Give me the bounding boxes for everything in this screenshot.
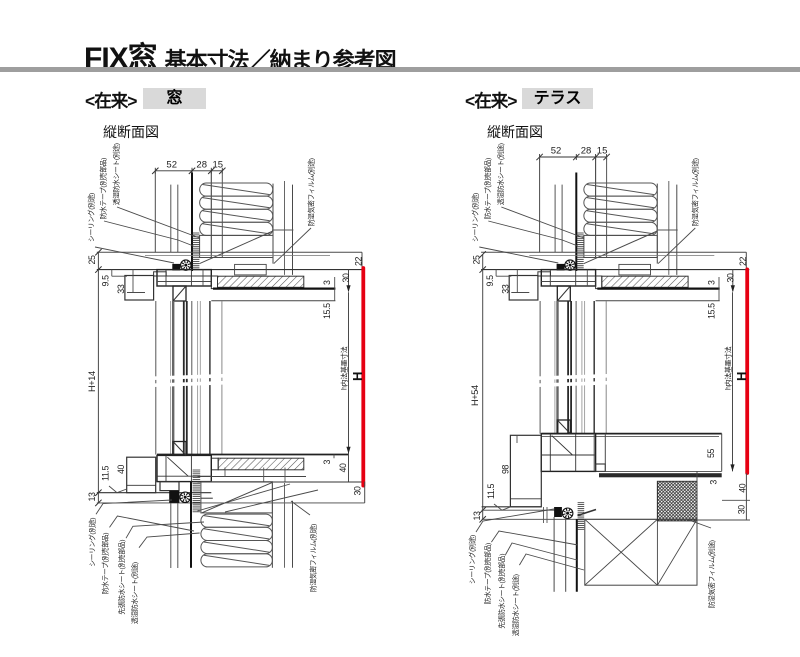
svg-text:3: 3 bbox=[322, 280, 332, 285]
svg-text:40: 40 bbox=[738, 483, 748, 493]
svg-text:先張防水シート(別売部品): 先張防水シート(別売部品) bbox=[497, 554, 506, 629]
svg-text:シーリング(別途): シーリング(別途) bbox=[471, 193, 480, 242]
svg-text:13: 13 bbox=[87, 492, 97, 502]
svg-text:シーリング(別途): シーリング(別途) bbox=[86, 193, 95, 242]
svg-text:15.5: 15.5 bbox=[322, 303, 332, 319]
svg-text:30: 30 bbox=[737, 505, 747, 515]
svg-text:3: 3 bbox=[322, 460, 332, 465]
svg-text:22: 22 bbox=[738, 256, 748, 266]
svg-text:33: 33 bbox=[116, 284, 126, 294]
svg-text:98: 98 bbox=[501, 464, 511, 474]
svg-text:11.5: 11.5 bbox=[486, 483, 496, 499]
svg-text:透湿防水シート(別途): 透湿防水シート(別途) bbox=[112, 143, 121, 205]
svg-text:防湿気密フィルム(別途): 防湿気密フィルム(別途) bbox=[707, 540, 716, 608]
svg-text:30: 30 bbox=[725, 273, 735, 283]
svg-text:防水テープ(別売部品): 防水テープ(別売部品) bbox=[99, 158, 108, 220]
svg-text:H: H bbox=[734, 372, 749, 381]
svg-text:15.5: 15.5 bbox=[706, 303, 716, 319]
svg-text:先張防水シート(別売部品): 先張防水シート(別売部品) bbox=[117, 540, 126, 615]
svg-text:30: 30 bbox=[341, 273, 351, 283]
svg-text:H+54: H+54 bbox=[470, 385, 480, 406]
svg-text:40: 40 bbox=[338, 463, 348, 473]
svg-text:52: 52 bbox=[551, 146, 562, 157]
svg-text:13: 13 bbox=[472, 511, 482, 521]
svg-text:h内法基墨寸法: h内法基墨寸法 bbox=[339, 346, 348, 390]
svg-text:透湿防水シート(別途): 透湿防水シート(別途) bbox=[130, 562, 139, 624]
svg-text:防湿気密フィルム(別途): 防湿気密フィルム(別途) bbox=[691, 158, 700, 226]
svg-text:H: H bbox=[350, 372, 365, 381]
svg-text:11.5: 11.5 bbox=[100, 465, 110, 481]
svg-text:防湿気密フィルム(別途): 防湿気密フィルム(別途) bbox=[308, 524, 317, 592]
svg-text:15: 15 bbox=[213, 159, 224, 170]
svg-text:33: 33 bbox=[500, 284, 510, 294]
svg-text:9.5: 9.5 bbox=[101, 275, 111, 287]
svg-text:9.5: 9.5 bbox=[485, 275, 495, 287]
svg-text:55: 55 bbox=[706, 448, 716, 458]
svg-text:シーリング(別途): シーリング(別途) bbox=[87, 518, 96, 567]
svg-text:H+14: H+14 bbox=[87, 371, 97, 392]
svg-text:28: 28 bbox=[196, 159, 207, 170]
svg-text:40: 40 bbox=[116, 464, 126, 474]
svg-text:30: 30 bbox=[353, 486, 363, 496]
svg-text:52: 52 bbox=[166, 159, 177, 170]
svg-text:防水テープ(別売部品): 防水テープ(別売部品) bbox=[483, 158, 492, 220]
svg-text:透湿防水シート(別途): 透湿防水シート(別途) bbox=[511, 574, 520, 636]
svg-text:22: 22 bbox=[354, 256, 364, 266]
svg-text:防水テープ(別売部品): 防水テープ(別売部品) bbox=[483, 543, 492, 605]
svg-text:28: 28 bbox=[581, 146, 592, 157]
svg-text:h内法基墨寸法: h内法基墨寸法 bbox=[723, 346, 732, 390]
svg-text:25: 25 bbox=[87, 255, 97, 265]
svg-text:透湿防水シート(別途): 透湿防水シート(別途) bbox=[496, 143, 505, 205]
svg-text:防湿気密フィルム(別途): 防湿気密フィルム(別途) bbox=[306, 158, 315, 226]
svg-text:3: 3 bbox=[707, 280, 717, 285]
svg-text:シーリング(別途): シーリング(別途) bbox=[467, 535, 476, 584]
svg-text:3: 3 bbox=[709, 480, 719, 485]
svg-text:25: 25 bbox=[472, 255, 482, 265]
svg-text:15: 15 bbox=[597, 146, 608, 157]
svg-text:防水テープ(別売部品): 防水テープ(別売部品) bbox=[100, 533, 109, 595]
